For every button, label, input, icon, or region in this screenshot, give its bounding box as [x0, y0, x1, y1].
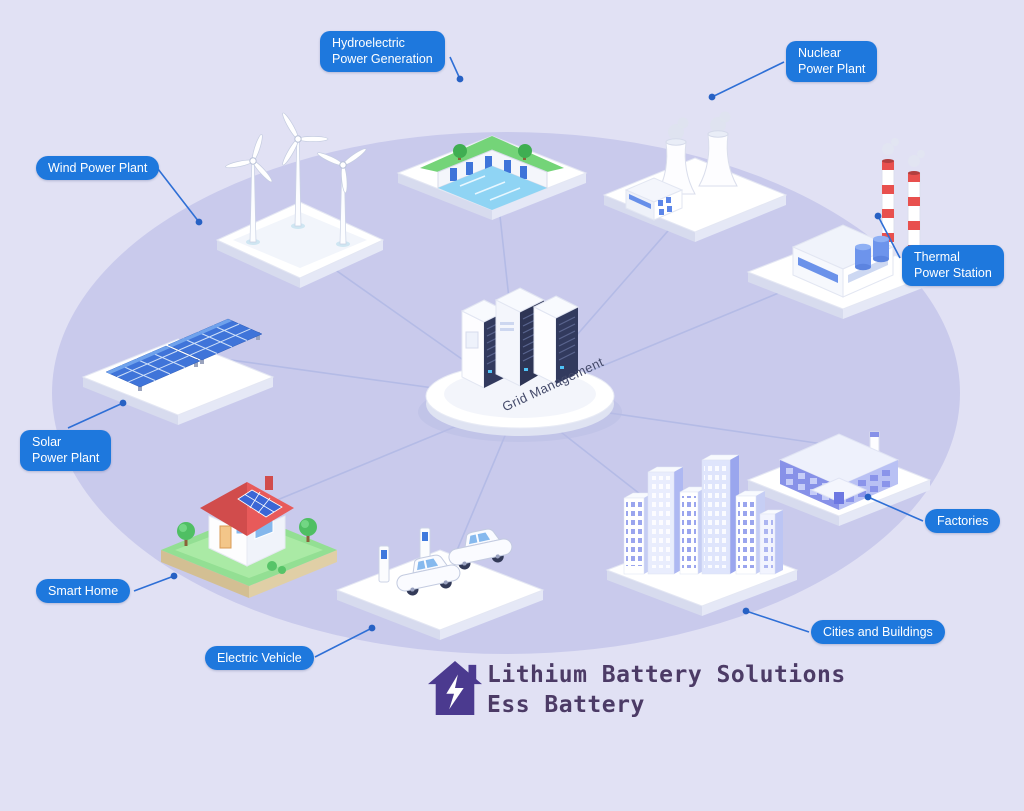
- label-hydroelectric-power-generation: Hydroelectric Power Generation: [320, 31, 445, 72]
- label-smart-home: Smart Home: [36, 579, 131, 604]
- city-buildings-illustration: [602, 428, 807, 620]
- wind-turbines-illustration: [195, 80, 405, 290]
- label-thermal-power-station: Thermal Power Station: [902, 245, 1004, 286]
- footer-title: Lithium Battery Solutions: [487, 662, 846, 688]
- label-cities-and-buildings: Cities and Buildings: [811, 620, 945, 645]
- electric-vehicles-illustration: [328, 478, 553, 648]
- label-factories: Factories: [925, 509, 1001, 534]
- thermal-station-illustration: [738, 135, 948, 325]
- factory-illustration: [742, 382, 937, 532]
- smart-home-illustration: [152, 420, 347, 605]
- label-electric-vehicle: Electric Vehicle: [205, 646, 314, 671]
- battery-house-icon: [428, 658, 482, 723]
- label-nuclear-power-plant: Nuclear Power Plant: [786, 41, 878, 82]
- footer-subtitle: Ess Battery: [487, 692, 645, 718]
- label-solar-power-plant: Solar Power Plant: [20, 430, 112, 471]
- grid-management-hub-illustration: Grid Management: [412, 272, 632, 447]
- solar-panels-illustration: [68, 282, 288, 432]
- label-wind-power-plant: Wind Power Plant: [36, 156, 160, 181]
- hydro-dam-illustration: [390, 68, 595, 228]
